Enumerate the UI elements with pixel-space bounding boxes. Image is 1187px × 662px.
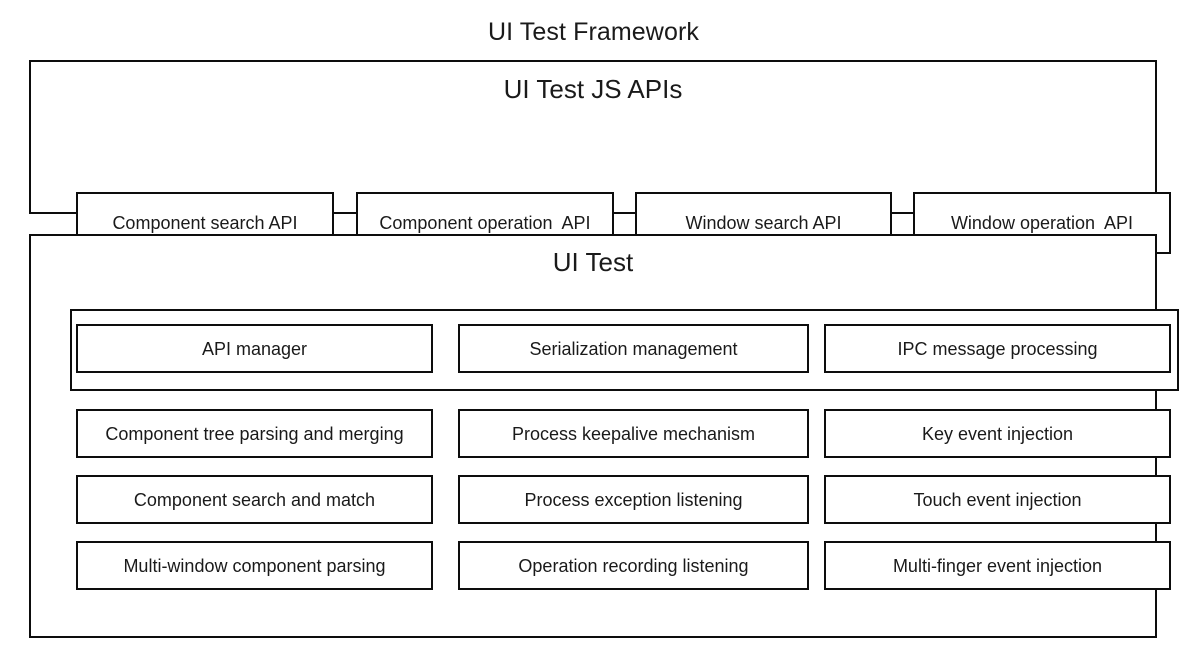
module-box-component-search-and-match[interactable]: Component search and match [76, 475, 433, 524]
section-ui-test-js-apis: UI Test JS APIs Component search API Com… [29, 60, 1171, 254]
module-box-process-exception-listening[interactable]: Process exception listening [458, 475, 809, 524]
module-box-touch-event-injection[interactable]: Touch event injection [824, 475, 1171, 524]
module-box-multi-window-component-parsing[interactable]: Multi-window component parsing [76, 541, 433, 590]
section-title-ui-test: UI Test [552, 247, 634, 277]
module-box-component-tree-parsing-and-merging[interactable]: Component tree parsing and merging [76, 409, 433, 458]
module-box-serialization-management[interactable]: Serialization management [458, 324, 809, 373]
module-box-key-event-injection[interactable]: Key event injection [824, 409, 1171, 458]
section-title-ui-test-js-apis: UI Test JS APIs [503, 74, 683, 104]
module-box-ipc-message-processing[interactable]: IPC message processing [824, 324, 1171, 373]
module-box-multi-finger-event-injection[interactable]: Multi-finger event injection [824, 541, 1171, 590]
diagram-title: UI Test Framework [487, 18, 699, 46]
section-ui-test: UI Test API manager Serialization manage… [29, 234, 1179, 638]
module-box-operation-recording-listening[interactable]: Operation recording listening [458, 541, 809, 590]
module-box-process-keepalive-mechanism[interactable]: Process keepalive mechanism [458, 409, 809, 458]
module-box-api-manager[interactable]: API manager [76, 324, 433, 373]
